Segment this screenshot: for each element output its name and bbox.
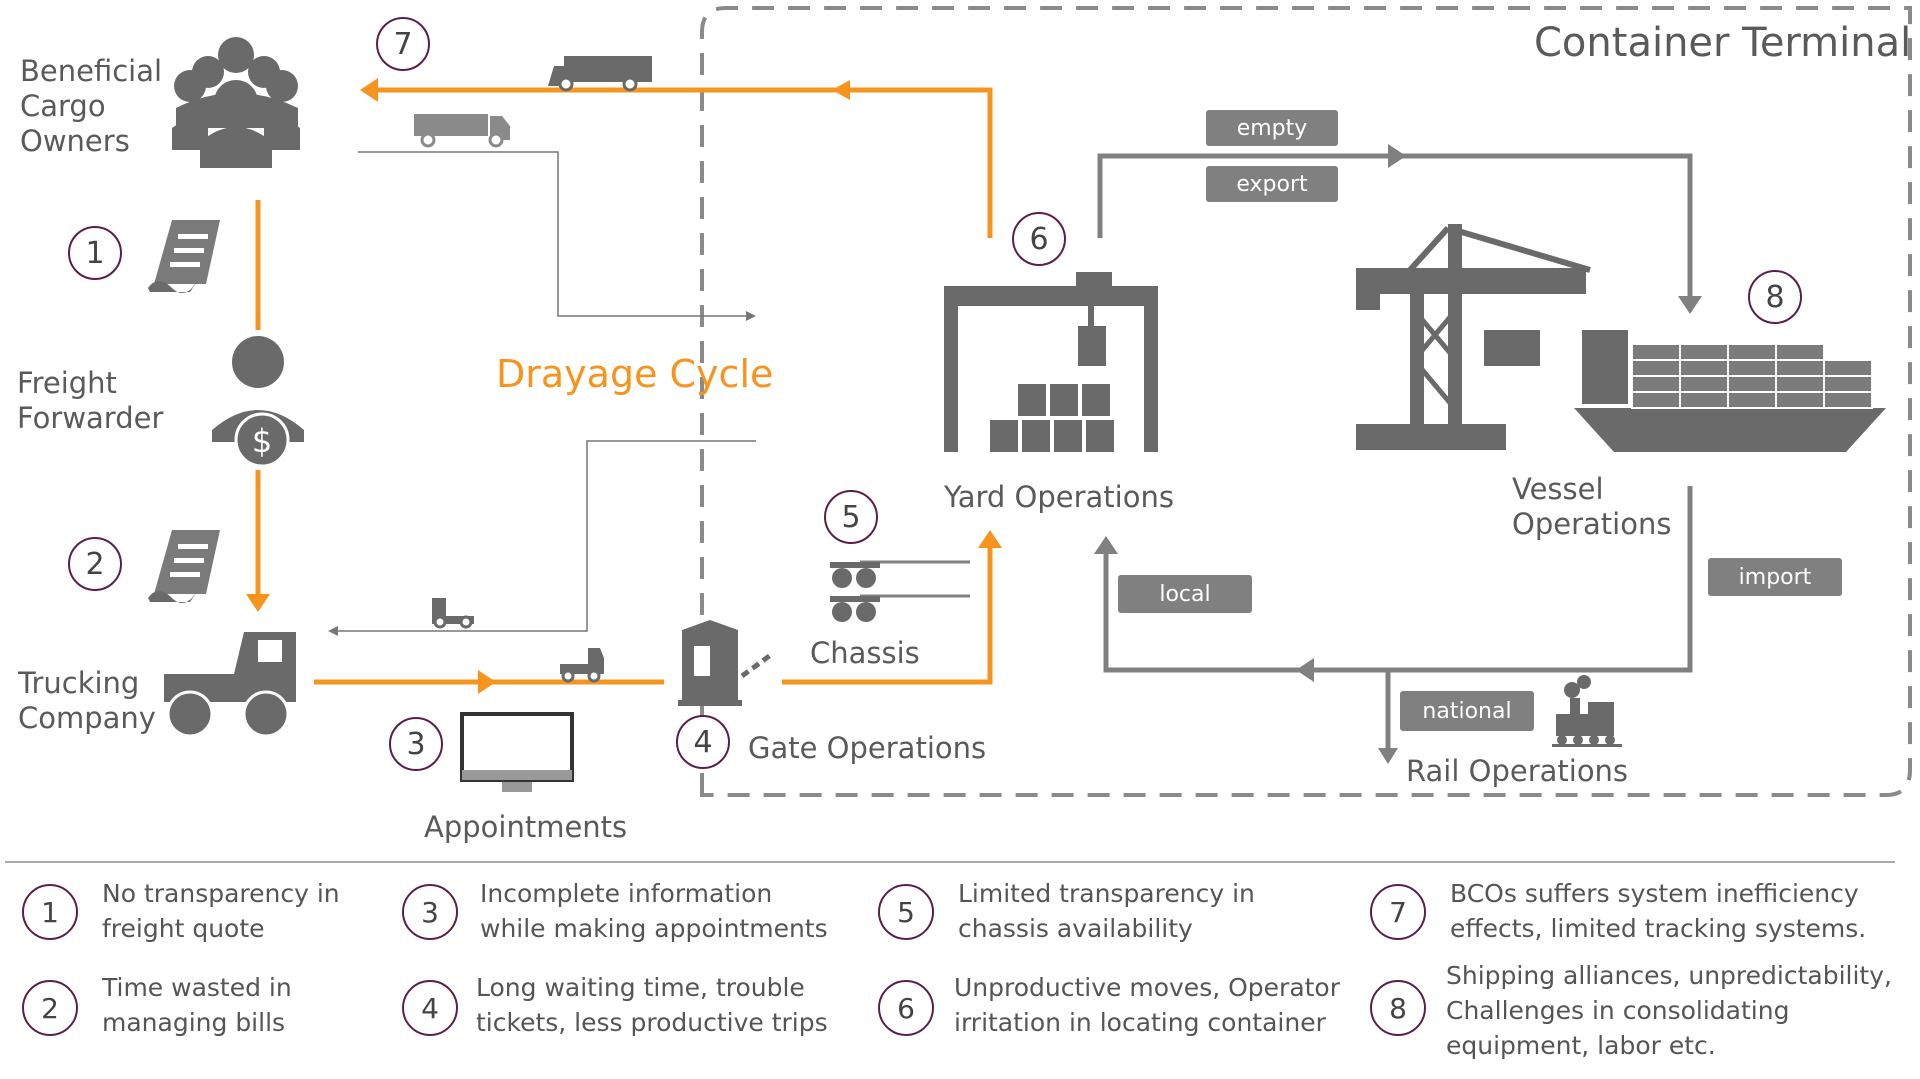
trucking-label: Trucking Company xyxy=(18,666,156,735)
truck-icon xyxy=(432,598,474,629)
document-icon xyxy=(148,220,220,293)
monitor-icon xyxy=(460,712,574,792)
legend-marker-5: 5 xyxy=(878,884,934,940)
svg-text:$: $ xyxy=(252,422,272,460)
tag-national: national xyxy=(1400,691,1534,731)
flow-gate-yard xyxy=(782,544,993,685)
legend-marker-3: 3 xyxy=(402,884,458,940)
legend-text-7: BCOs suffers system inefficiency effects… xyxy=(1450,879,1867,943)
marker-4: 4 xyxy=(676,715,730,769)
legend-text-1: No transparency in freight quote xyxy=(102,879,340,943)
marker-7: 7 xyxy=(376,17,430,71)
marker-8: 8 xyxy=(1748,270,1802,324)
flow-yard-bco xyxy=(372,87,993,238)
terminal-title: Container Terminal xyxy=(1534,20,1912,66)
port-crane-icon xyxy=(1356,224,1591,450)
ship-icon xyxy=(1574,330,1886,452)
legend-marker-4: 4 xyxy=(402,980,458,1036)
tag-export: export xyxy=(1206,166,1338,202)
tag-empty: empty xyxy=(1206,110,1338,146)
legend-marker-6: 6 xyxy=(878,980,934,1036)
legend-text-4: Long waiting time, trouble tickets, less… xyxy=(476,973,828,1037)
truck-icon xyxy=(414,114,510,148)
forwarder-label: Freight Forwarder xyxy=(17,366,164,435)
legend-marker-1: 1 xyxy=(22,884,78,940)
legend-text-8: Shipping alliances, unpredictability, Ch… xyxy=(1446,961,1892,1060)
document-icon xyxy=(148,530,220,603)
tag-import: import xyxy=(1708,558,1842,596)
chassis-label: Chassis xyxy=(810,636,920,670)
vessel-label: Vessel Operations xyxy=(1512,472,1672,541)
legend-text-5: Limited transparency in chassis availabi… xyxy=(958,879,1255,943)
terminal-boundary xyxy=(700,6,1912,797)
tractor-icon xyxy=(164,632,296,738)
chassis-icon xyxy=(830,562,880,622)
marker-6: 6 xyxy=(1012,212,1066,266)
legend-marker-8: 8 xyxy=(1370,980,1426,1036)
marker-2: 2 xyxy=(68,537,122,591)
marker-1: 1 xyxy=(68,226,122,280)
people-icon xyxy=(172,37,300,168)
bco-label: Beneficial Cargo Owners xyxy=(20,54,163,158)
truck-icon xyxy=(548,56,652,92)
legend-marker-7: 7 xyxy=(1370,884,1426,940)
flow-vessel-yard xyxy=(1103,486,1693,673)
appointments-label: Appointments xyxy=(424,810,628,844)
truck-icon xyxy=(560,648,604,683)
tag-local: local xyxy=(1118,575,1252,613)
yard-label: Yard Operations xyxy=(944,480,1174,514)
train-icon xyxy=(1552,675,1622,747)
drayage-cycle-label: Drayage Cycle xyxy=(496,352,774,396)
marker-3: 3 xyxy=(389,717,443,771)
marker-5: 5 xyxy=(824,490,878,544)
gate-icon xyxy=(678,620,774,706)
legend-text-3: Incomplete information while making appo… xyxy=(480,879,828,943)
legend-marker-2: 2 xyxy=(22,980,78,1036)
rail-label: Rail Operations xyxy=(1406,754,1629,788)
legend-text-6: Unproductive moves, Operator irritation … xyxy=(954,973,1341,1037)
gate-label: Gate Operations xyxy=(748,731,987,765)
legend-text-2: Time wasted in managing bills xyxy=(102,973,292,1037)
forwarder-icon: $ xyxy=(212,336,304,468)
gantry-crane-icon xyxy=(944,272,1158,452)
